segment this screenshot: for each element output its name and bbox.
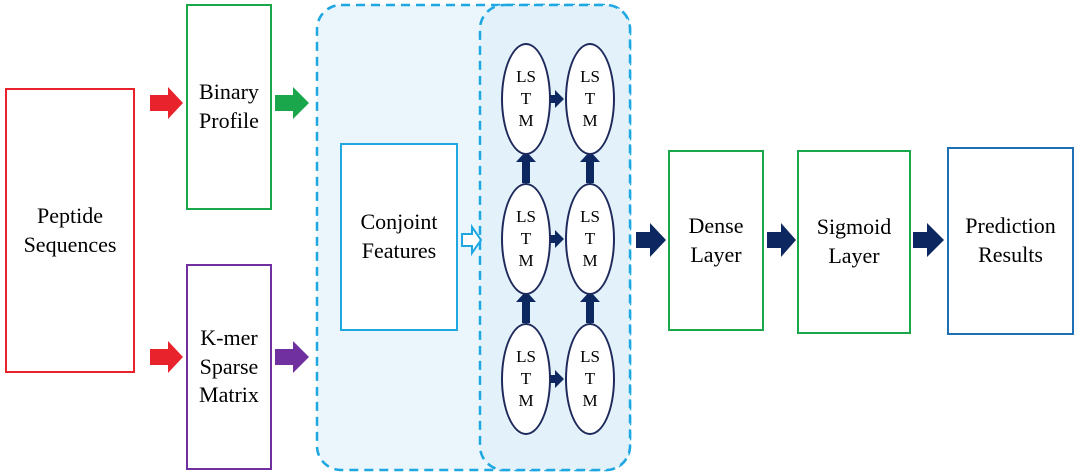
arrow-sigmoid-to-prediction <box>913 223 944 257</box>
lstm-cell: LS T M <box>565 43 615 155</box>
lstm-text-t: T <box>520 368 532 388</box>
conjoint-label-line1: Conjoint <box>360 209 438 235</box>
lstm-text-t: T <box>584 228 596 248</box>
lstm-text-m: M <box>518 111 534 131</box>
arrow-binary-to-conjoint <box>275 87 309 119</box>
lstm-text-m: M <box>582 391 598 411</box>
peptide-sequences-box: Peptide Sequences <box>5 88 135 373</box>
lstm-text-m: M <box>582 111 598 131</box>
lstm-text-t: T <box>584 88 596 108</box>
prediction-label-line2: Results <box>978 242 1043 267</box>
arrow-kmer-to-conjoint <box>275 341 309 373</box>
arrow-peptide-to-binary <box>150 87 183 119</box>
dense-label-line1: Dense <box>688 212 744 238</box>
lstm-cell: LS T M <box>501 323 551 435</box>
sigmoid-label-line1: Sigmoid <box>816 214 892 240</box>
dense-label-line2: Layer <box>690 241 742 267</box>
binary-label-line2: Profile <box>199 108 259 133</box>
kmer-label-line2: Sparse <box>199 353 259 379</box>
kmer-label-line3: Matrix <box>199 382 259 408</box>
binary-label-line1: Binary <box>199 79 259 105</box>
prediction-results-box: Prediction Results <box>947 147 1074 335</box>
lstm-arrow-v-left-lower <box>516 291 536 323</box>
lstm-text-m: M <box>582 251 598 271</box>
lstm-cell: LS T M <box>565 183 615 295</box>
lstm-text-ls: LS <box>580 346 600 366</box>
lstm-text-m: M <box>518 391 534 411</box>
arrow-lstm-to-dense <box>636 223 666 257</box>
lstm-text-m: M <box>518 251 534 271</box>
lstm-text-ls: LS <box>580 66 600 86</box>
lstm-text-t: T <box>584 368 596 388</box>
sigmoid-layer-box: Sigmoid Layer <box>797 150 911 334</box>
arrow-peptide-to-kmer <box>150 341 183 373</box>
conjoint-label-line2: Features <box>361 238 437 263</box>
lstm-arrow-h-mid <box>546 230 564 248</box>
lstm-text-t: T <box>520 228 532 248</box>
lstm-arrow-h-bottom <box>546 370 564 388</box>
lstm-text-ls: LS <box>516 346 536 366</box>
binary-profile-box: Binary Profile <box>186 4 272 210</box>
lstm-text-ls: LS <box>516 206 536 226</box>
kmer-sparse-matrix-box: K-mer Sparse Matrix <box>186 264 272 470</box>
conjoint-features-box: Conjoint Features <box>340 143 458 331</box>
peptide-label-line1: Peptide <box>36 202 103 228</box>
lstm-text-t: T <box>520 88 532 108</box>
lstm-arrow-h-top <box>546 90 564 108</box>
lstm-text-ls: LS <box>580 206 600 226</box>
dense-layer-box: Dense Layer <box>668 150 764 331</box>
lstm-arrow-v-right-upper <box>580 151 600 183</box>
lstm-arrow-v-right-lower <box>580 291 600 323</box>
lstm-cell: LS T M <box>501 183 551 295</box>
lstm-cell: LS T M <box>565 323 615 435</box>
sigmoid-label-line2: Layer <box>828 243 880 268</box>
prediction-label-line1: Prediction <box>965 213 1056 239</box>
lstm-text-ls: LS <box>516 66 536 86</box>
peptide-label-line2: Sequences <box>23 231 117 257</box>
lstm-cell: LS T M <box>501 43 551 155</box>
kmer-label-line1: K-mer <box>200 325 258 351</box>
lstm-arrow-v-left-upper <box>516 151 536 183</box>
arrow-dense-to-sigmoid <box>767 223 796 257</box>
arrow-conjoint-to-lstm <box>461 223 483 257</box>
